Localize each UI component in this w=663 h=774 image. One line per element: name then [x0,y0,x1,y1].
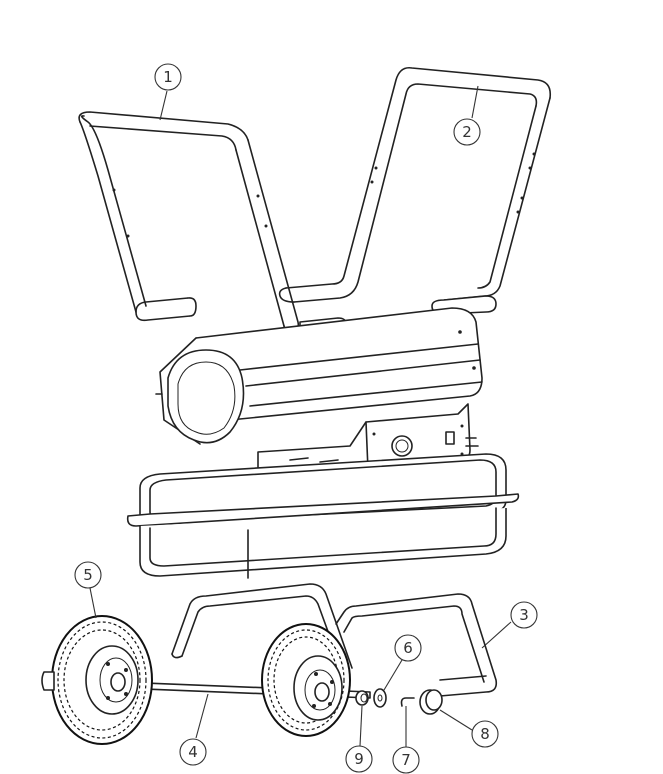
left-handle [78,111,300,335]
washer [373,688,387,708]
callout-4 [179,738,207,766]
callout-5 [74,561,102,589]
callout-5-label: 5 [83,566,93,584]
cotter-pin [400,697,415,707]
right-wheel [261,623,351,737]
axle-nut [355,690,369,706]
heater-body [155,307,483,445]
callout-6-label: 6 [403,639,413,657]
wheel-frame [171,583,498,697]
fuel-tank [126,453,520,579]
callout-6 [394,634,422,662]
callout-7-label: 7 [401,751,411,769]
callout-8 [471,720,499,748]
callout-1-label: 1 [163,68,173,86]
callout-9-label: 9 [354,750,364,768]
callout-2 [453,118,481,146]
callout-7 [392,746,420,774]
hub-cap [419,689,443,715]
callout-3 [510,601,538,629]
callout-3-label: 3 [519,606,529,624]
callout-9 [345,745,373,773]
left-wheel [41,615,153,745]
callout-2-label: 2 [462,123,472,141]
callout-1 [154,63,182,91]
callout-4-label: 4 [188,743,198,761]
right-handle [278,66,552,315]
callouts: 1 2 3 4 5 6 7 8 9 [74,63,538,774]
callout-8-label: 8 [480,725,490,743]
